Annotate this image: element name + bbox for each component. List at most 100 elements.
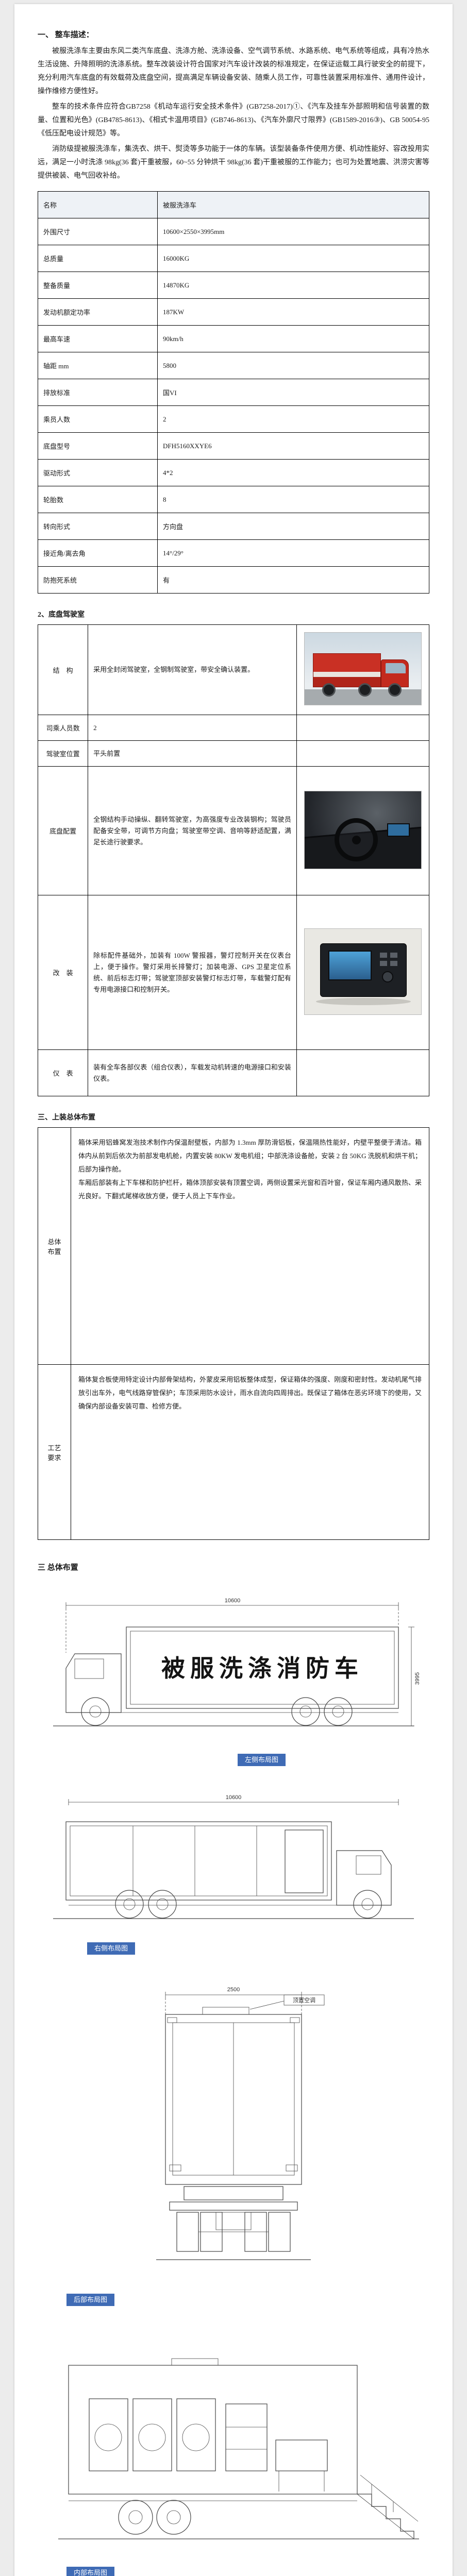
table-row: 工艺 要求 箱体复合板使用特定设计内部骨架结构，外蒙皮采用铝板整体成型，保证箱体… — [38, 1364, 429, 1540]
photo-device-button — [390, 952, 397, 958]
interior-caption: 内部布局图 — [66, 2567, 115, 2576]
photo-truck-body — [312, 653, 381, 687]
cab-text: 平头前置 — [88, 740, 297, 767]
spec-value: 187KW — [157, 298, 429, 326]
upper-text: 箱体复合板使用特定设计内部骨架结构，外蒙皮采用铝板整体成型，保证箱体的强度、刚度… — [71, 1364, 429, 1540]
table-row: 轴距 mm 5800 — [38, 352, 429, 379]
spec-value: 14870KG — [157, 272, 429, 299]
spec-label: 轮胎数 — [38, 486, 158, 513]
spec-value: 10600×2550×3995mm — [157, 218, 429, 245]
cab-table: 结 构 采用全封闭驾驶室，全钢制驾驶室，带安全确认装置。 司乘人员数 2 驾驶室 — [37, 624, 430, 1096]
spec-value: 2 — [157, 405, 429, 433]
spec-value: 90km/h — [157, 325, 429, 352]
cab-image-cell — [296, 740, 430, 767]
cab-text: 装有全车各部仪表（组合仪表），车载发动机转速的电源接口和安装仪表。 — [88, 1049, 297, 1096]
right-side-diagram: 10600 — [53, 1794, 414, 1919]
table-row: 总体 布置 箱体采用铝蜂窝发泡技术制作内保温耐壁板，内部为 1.3mm 厚防滑铝… — [38, 1127, 429, 1365]
spec-label: 名称 — [38, 191, 158, 218]
photo-steering-hub — [352, 835, 361, 844]
upper-label: 总体 布置 — [38, 1127, 71, 1365]
spec-table: 名称 被服洗涤车 外围尺寸 10600×2550×3995mm 总质量 1600… — [38, 191, 429, 594]
spec-value: 国VI — [157, 379, 429, 406]
dashboard-photo — [304, 790, 422, 869]
figure-rear: 2500 顶置空调 后部布局图 — [38, 1981, 429, 2306]
table-row: 排放标准 国VI — [38, 379, 429, 406]
dim-rear-width: 2500 — [227, 1987, 240, 1993]
cab-text: 全钢结构手动操纵、翻转驾驶室，为高强度专业改装钢构；驾驶员配备安全带，可调节方向… — [88, 766, 297, 895]
table-row: 名称 被服洗涤车 — [38, 191, 429, 218]
photo-shadow — [315, 997, 411, 1005]
spec-value: 4*2 — [157, 459, 429, 486]
table-row: 底盘型号 DFH5160XXYE6 — [38, 432, 429, 460]
spec-label: 最高车速 — [38, 325, 158, 352]
spec-value: 16000KG — [157, 245, 429, 272]
rear-callout-label: 顶置空调 — [293, 1996, 315, 2004]
dim-overall-length: 10600 — [225, 1598, 241, 1604]
photo-wheel — [358, 683, 372, 697]
left-side-caption: 左侧布局图 — [238, 1754, 286, 1766]
table-row: 防抱死系统 有 — [38, 566, 429, 594]
spec-value: 5800 — [157, 352, 429, 379]
interior-diagram — [58, 2358, 419, 2539]
spec-label: 驱动形式 — [38, 459, 158, 486]
rear-caption: 后部布局图 — [66, 2294, 115, 2306]
spec-label: 底盘型号 — [38, 432, 158, 460]
spec-value: 方向盘 — [157, 513, 429, 540]
description-paragraph-2: 整车的技术条件应符合GB7258《机动车运行安全技术条件》(GB7258-201… — [38, 103, 429, 138]
table-row: 改 装 除标配件基础外，加装有 100W 警报器，警灯控制开关在仪表台上，便于操… — [37, 895, 430, 1050]
spec-label: 总质量 — [38, 245, 158, 272]
spec-label: 发动机额定功率 — [38, 298, 158, 326]
cab-label: 底盘配置 — [37, 766, 89, 895]
upper-label: 工艺 要求 — [38, 1364, 71, 1540]
table-row: 发动机额定功率 187KW — [38, 298, 429, 326]
table-row: 最高车速 90km/h — [38, 325, 429, 352]
dim-overall-height: 3995 — [414, 1672, 421, 1685]
photo-wheel — [388, 683, 402, 697]
spec-label: 排放标准 — [38, 379, 158, 406]
spec-label: 整备质量 — [38, 272, 158, 299]
table-row: 结 构 采用全封闭驾驶室，全钢制驾驶室，带安全确认装置。 — [37, 624, 430, 715]
photo-device-screen — [328, 950, 372, 980]
cab-image-cell — [296, 766, 430, 895]
spec-label: 外围尺寸 — [38, 218, 158, 245]
spec-label: 防抱死系统 — [38, 566, 158, 594]
photo-device-knob — [381, 971, 393, 982]
table-row: 转向形式 方向盘 — [38, 513, 429, 540]
table-row: 仪 表 装有全车各部仪表（组合仪表），车载发动机转速的电源接口和安装仪表。 — [37, 1049, 430, 1096]
figure-right-side: 10600 右侧布局图 — [38, 1790, 429, 1955]
cab-image-cell — [296, 895, 430, 1050]
spec-value: 被服洗涤车 — [157, 191, 429, 218]
fire-truck-photo — [304, 632, 422, 705]
siren-controller-photo — [304, 928, 422, 1015]
description-paragraph-1: 被服洗涤车主要由东风二类汽车底盘、洗涤方舱、洗涤设备、空气调节系统、水路系统、电… — [38, 47, 429, 95]
table-row: 乘员人数 2 — [38, 405, 429, 433]
document-page: 一、 整车描述： 被服洗涤车主要由东风二类汽车底盘、洗涤方舱、洗涤设备、空气调节… — [14, 4, 453, 2576]
dim-overall-length: 10600 — [226, 1794, 242, 1801]
cab-label: 改 装 — [37, 895, 89, 1050]
photo-dash-screen — [387, 823, 410, 837]
upper-heading: 三、上装总体布置 — [38, 1114, 95, 1122]
table-row: 轮胎数 8 — [38, 486, 429, 513]
table-row: 司乘人员数 2 — [37, 715, 430, 741]
table-row: 外围尺寸 10600×2550×3995mm — [38, 218, 429, 245]
left-side-diagram: 10600 被服洗涤消防车 3995 — [53, 1598, 421, 1726]
spec-label: 轴距 mm — [38, 352, 158, 379]
table-row: 整备质量 14870KG — [38, 272, 429, 299]
layout-heading: 三 总体布置 — [38, 1564, 78, 1572]
cab-text: 除标配件基础外，加装有 100W 警报器，警灯控制开关在仪表台上，便于操作。警灯… — [88, 895, 297, 1050]
table-row: 总质量 16000KG — [38, 245, 429, 272]
body-signage-text: 被服洗涤消防车 — [161, 1655, 363, 1682]
table-row: 接近角/离去角 14°/29° — [38, 539, 429, 567]
cab-image-cell — [296, 1049, 430, 1096]
cab-image-cell — [296, 715, 430, 741]
cab-image-cell — [296, 624, 430, 715]
photo-wheel — [322, 683, 336, 697]
table-row: 底盘配置 全钢结构手动操纵、翻转驾驶室，为高强度专业改装钢构；驾驶员配备安全带，… — [37, 766, 430, 895]
spec-label: 转向形式 — [38, 513, 158, 540]
figure-left-side: 10600 被服洗涤消防车 3995 左侧布局图 — [38, 1591, 429, 1766]
photo-truck-window — [385, 663, 406, 673]
cab-heading: 2、底盘驾驶室 — [38, 611, 85, 619]
cab-label: 司乘人员数 — [37, 715, 89, 741]
spec-value: 14°/29° — [157, 539, 429, 567]
figure-interior: 内部布局图 — [38, 2337, 429, 2576]
